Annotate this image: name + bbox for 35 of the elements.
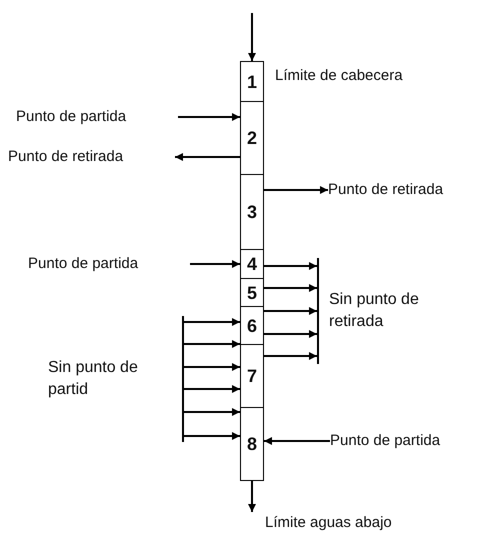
arrow [190, 260, 240, 268]
segment-box: 6 [240, 306, 264, 345]
boundary-label: Límite de cabecera [275, 66, 403, 86]
arrow [184, 408, 240, 416]
arrow [178, 113, 240, 121]
arrow [264, 437, 330, 445]
arrow [184, 340, 240, 348]
arrow [264, 262, 317, 270]
arrow [184, 432, 240, 440]
arrow [184, 318, 240, 326]
segment-box: 3 [240, 174, 264, 250]
point-label: Punto de partida [16, 107, 178, 127]
arrow [264, 330, 317, 338]
segment-box: 4 [240, 249, 264, 279]
point-label: Punto de partida [28, 254, 190, 274]
segment-box: 1 [240, 61, 264, 102]
segment-box: 2 [240, 101, 264, 175]
bracket-label: Sin punto de partid [44, 316, 184, 442]
arrow [264, 352, 317, 360]
arrow [175, 153, 240, 161]
arrow [264, 284, 317, 292]
bracket-label: Sin punto de retirada [317, 258, 467, 364]
point-label: Punto de partida [330, 431, 494, 451]
arrow [264, 186, 328, 194]
arrow [184, 385, 240, 393]
point-label: Punto de retirada [328, 180, 494, 200]
arrow [184, 363, 240, 371]
segment-box: 5 [240, 278, 264, 307]
arrow [248, 13, 256, 61]
arrow [264, 307, 317, 315]
arrow [248, 481, 256, 512]
segment-box: 7 [240, 344, 264, 408]
segment-box: 8 [240, 407, 264, 481]
point-label: Punto de retirada [8, 147, 175, 167]
point-label: Límite aguas abajo [245, 512, 465, 534]
